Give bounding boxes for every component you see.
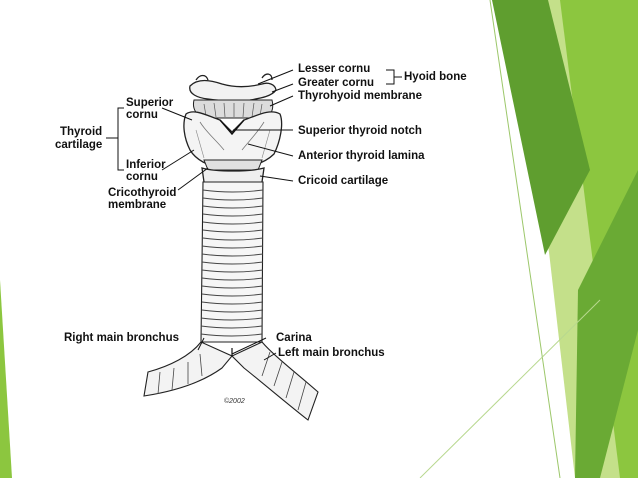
tracheal-rings (200, 189, 264, 337)
deco-dark-triangle (492, 0, 590, 255)
label-inferior-cornu-line1: Inferior (126, 159, 166, 171)
label-thyrohyoid-membrane: Thyrohyoid membrane (298, 90, 422, 102)
label-lesser-cornu: Lesser cornu (298, 63, 371, 75)
label-cricoid-cartilage: Cricoid cartilage (298, 175, 389, 187)
label-greater-cornu: Greater cornu (298, 77, 375, 89)
label-cricothyroid-membrane-line1: Cricothyroid (108, 187, 177, 199)
cricothyroid-membrane-shape (203, 159, 263, 171)
hyoid-bone-shape (189, 73, 277, 102)
deco-dark-lower (575, 170, 638, 478)
label-anterior-thyroid-lamina: Anterior thyroid lamina (298, 150, 425, 162)
label-inferior-cornu-line2: cornu (126, 171, 158, 183)
label-thyroid-cartilage-line1: Thyroid (60, 126, 103, 138)
label-superior-cornu-line2: cornu (126, 109, 158, 121)
thyroid-cartilage-shape (183, 111, 283, 169)
label-superior-thyroid-notch: Superior thyroid notch (298, 125, 422, 137)
bronchi-shape (143, 341, 319, 421)
label-hyoid-bone: Hyoid bone (404, 71, 467, 83)
label-cricothyroid-membrane-line2: membrane (108, 199, 167, 211)
illustration-signature: ©2002 (224, 398, 245, 405)
deco-thin-line-2 (419, 299, 601, 478)
deco-left-strip (0, 280, 12, 478)
label-carina: Carina (276, 332, 312, 344)
leader-lines (106, 69, 402, 361)
label-right-main-bronchus: Right main bronchus (64, 332, 179, 344)
deco-thin-line (489, 0, 561, 478)
label-superior-cornu-line1: Superior (126, 97, 174, 109)
trachea-shape (200, 181, 264, 343)
label-thyroid-cartilage-line2: cartilage (55, 139, 103, 151)
label-left-main-bronchus: Left main bronchus (278, 347, 385, 359)
